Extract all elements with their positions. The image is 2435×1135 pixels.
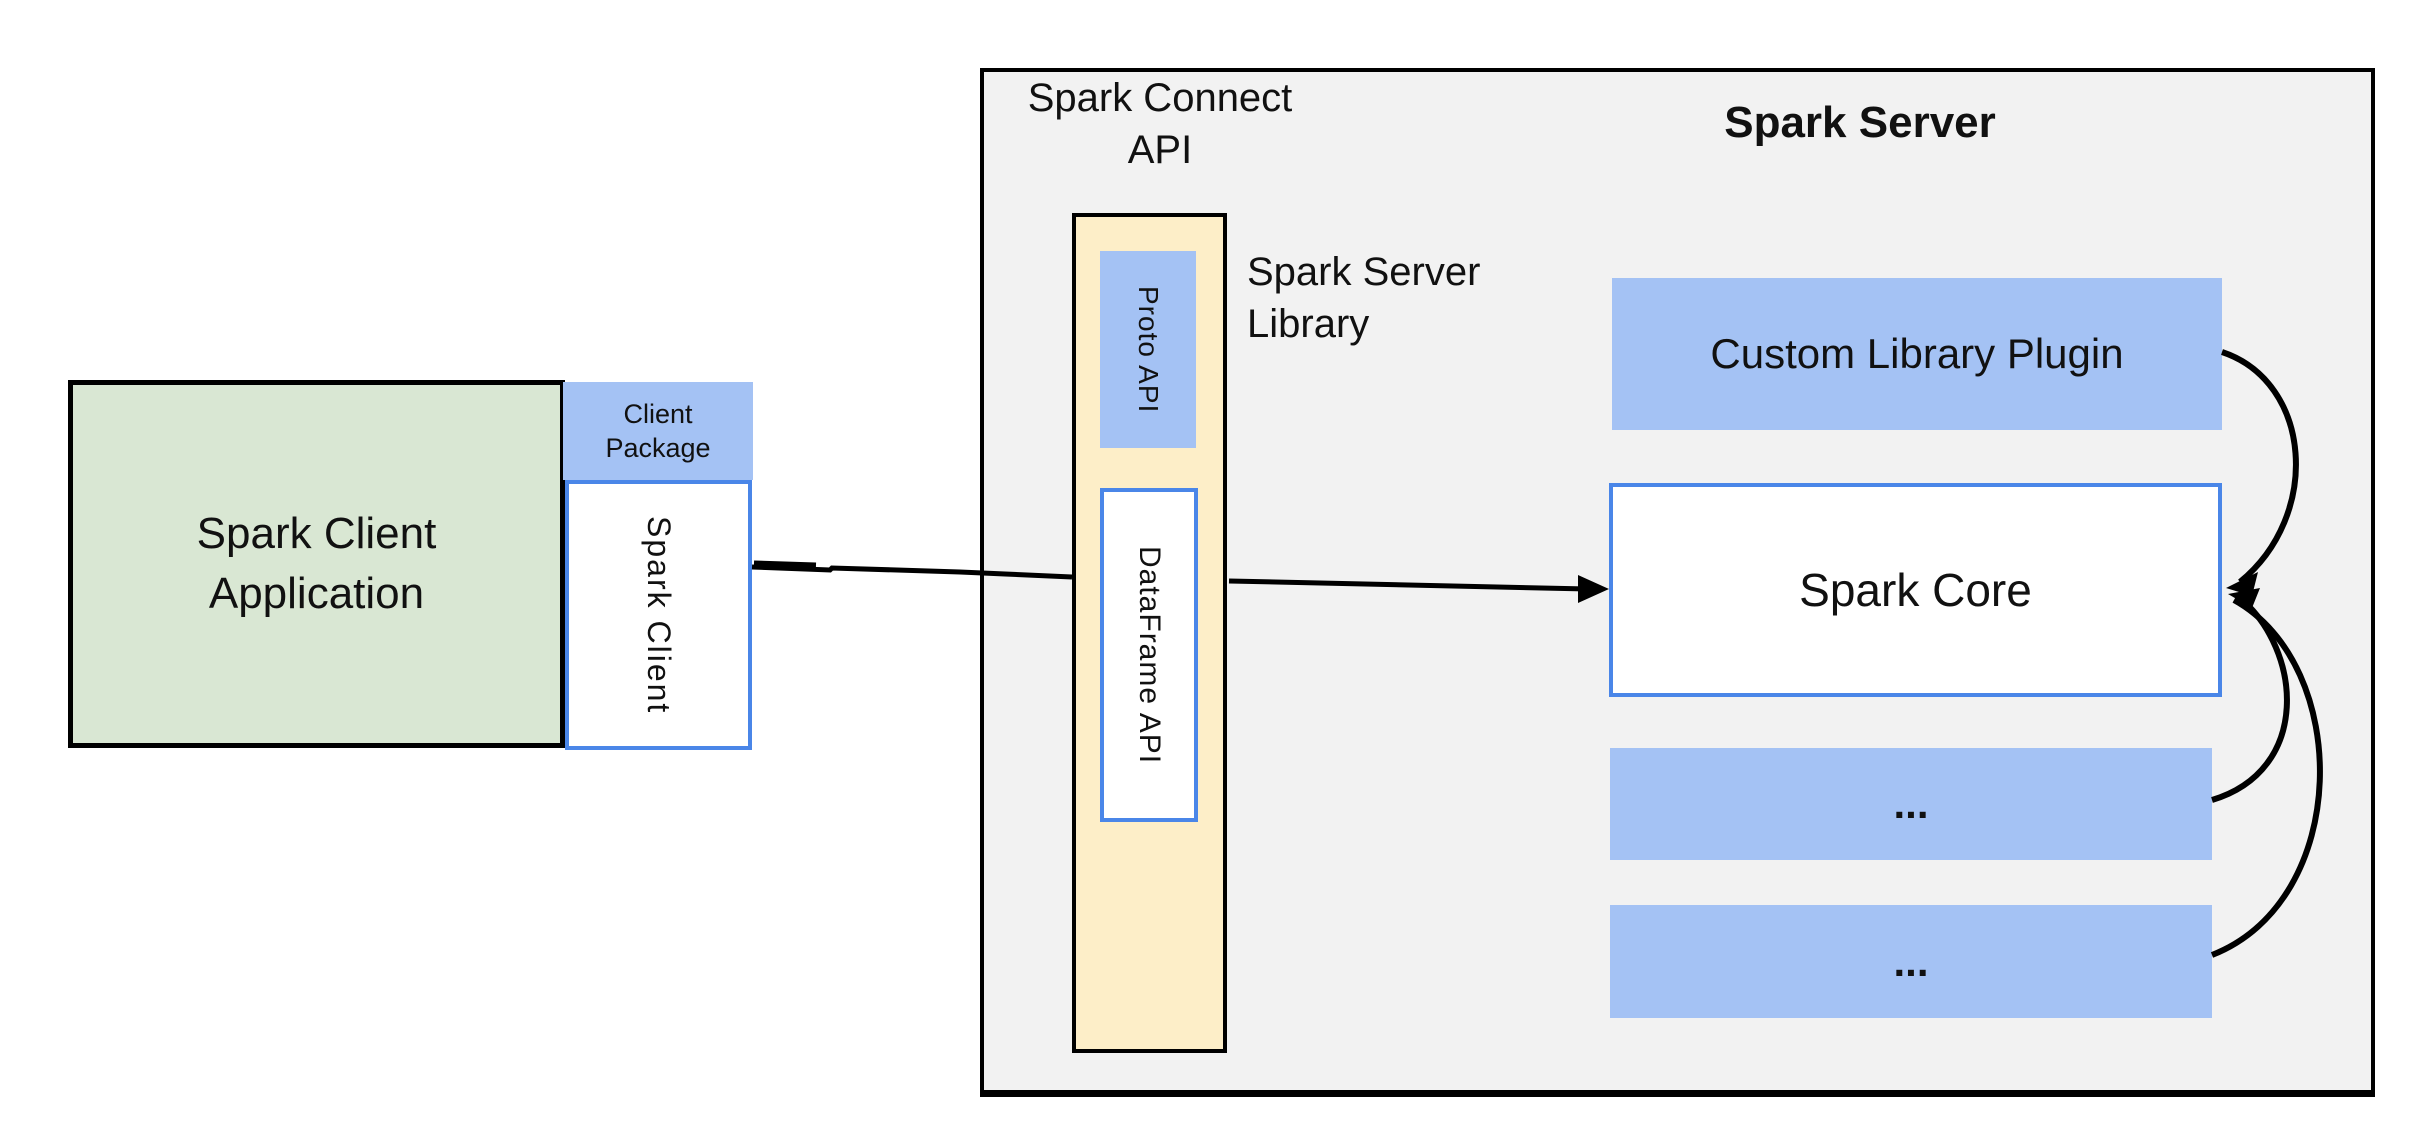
spark-client-application-label: Spark Client Application [196, 509, 437, 618]
dataframe-api-label: DataFrame API [1133, 545, 1166, 765]
custom-library-plugin-label: Custom Library Plugin [1710, 330, 2124, 377]
spark-client-box: Spark Client [565, 480, 752, 750]
client-package-box: Client Package [563, 382, 753, 480]
proto-api-label: Proto API [1133, 285, 1164, 414]
dataframe-api-box: DataFrame API [1100, 488, 1198, 822]
extension-box-1-label: ... [1893, 780, 1929, 827]
spark-server-title: Spark Server [1724, 98, 1996, 147]
spark-core-label: Spark Core [1799, 564, 2032, 616]
extension-box-2-label: ... [1893, 937, 1929, 985]
extension-box-2: ... [1610, 905, 2212, 1018]
custom-library-plugin-box: Custom Library Plugin [1612, 278, 2222, 430]
spark-client-label: Spark Client [641, 515, 677, 715]
spark-server-library-label: Spark Server Library [1247, 250, 1481, 346]
spark-client-application-box: Spark Client Application [68, 380, 565, 748]
proto-api-box: Proto API [1100, 251, 1196, 448]
extension-box-1: ... [1610, 748, 2212, 860]
spark-connect-api-label: Spark Connect API [1027, 76, 1293, 172]
arrow-client-to-connect-overstroke [753, 560, 817, 568]
client-package-label: Client Package [605, 399, 711, 463]
spark-core-box: Spark Core [1609, 483, 2222, 697]
